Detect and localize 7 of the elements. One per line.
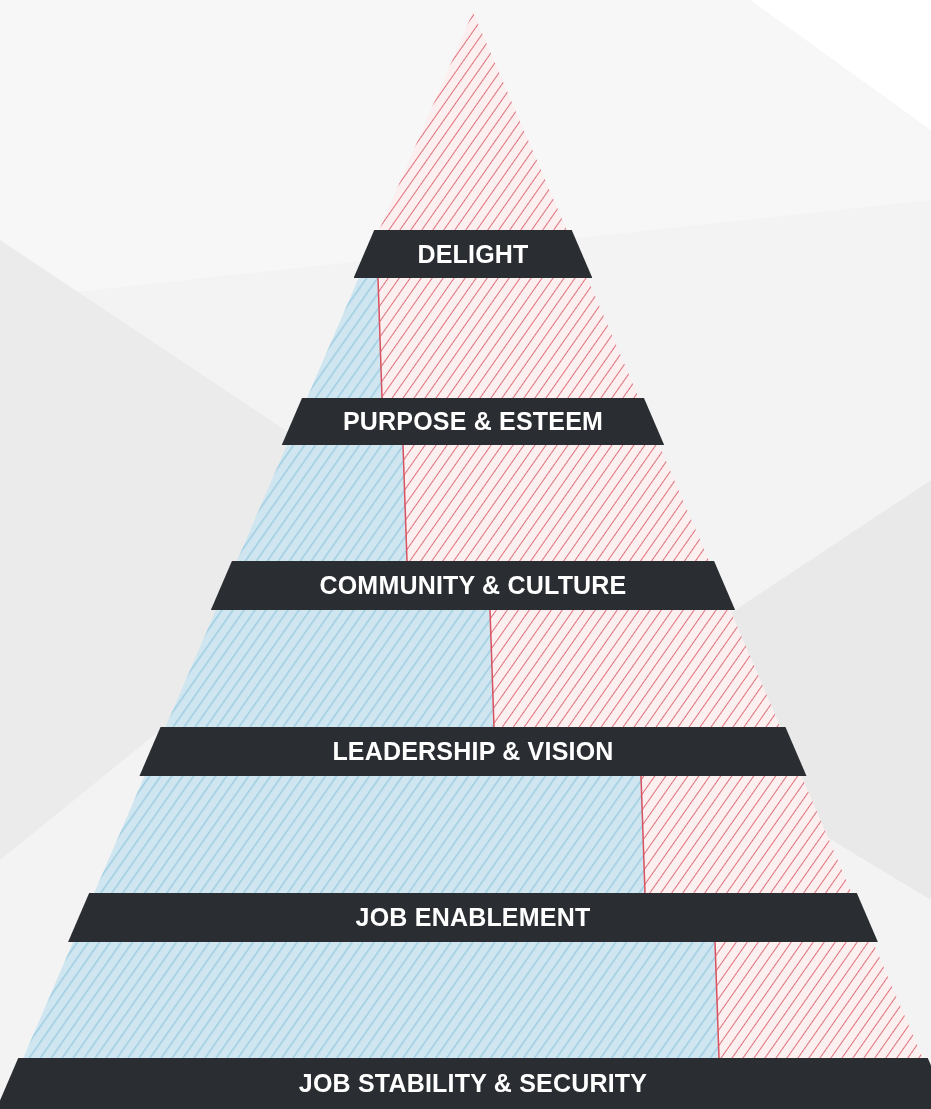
level-label: LEADERSHIP & VISION xyxy=(332,737,614,766)
level-label: JOB STABILITY & SECURITY xyxy=(298,1069,648,1098)
level-label: JOB ENABLEMENT xyxy=(355,903,591,932)
level-label: DELIGHT xyxy=(417,239,529,269)
level-label: COMMUNITY & CULTURE xyxy=(319,571,627,600)
level-label: PURPOSE & ESTEEM xyxy=(342,407,604,436)
level-band xyxy=(0,1058,931,1109)
